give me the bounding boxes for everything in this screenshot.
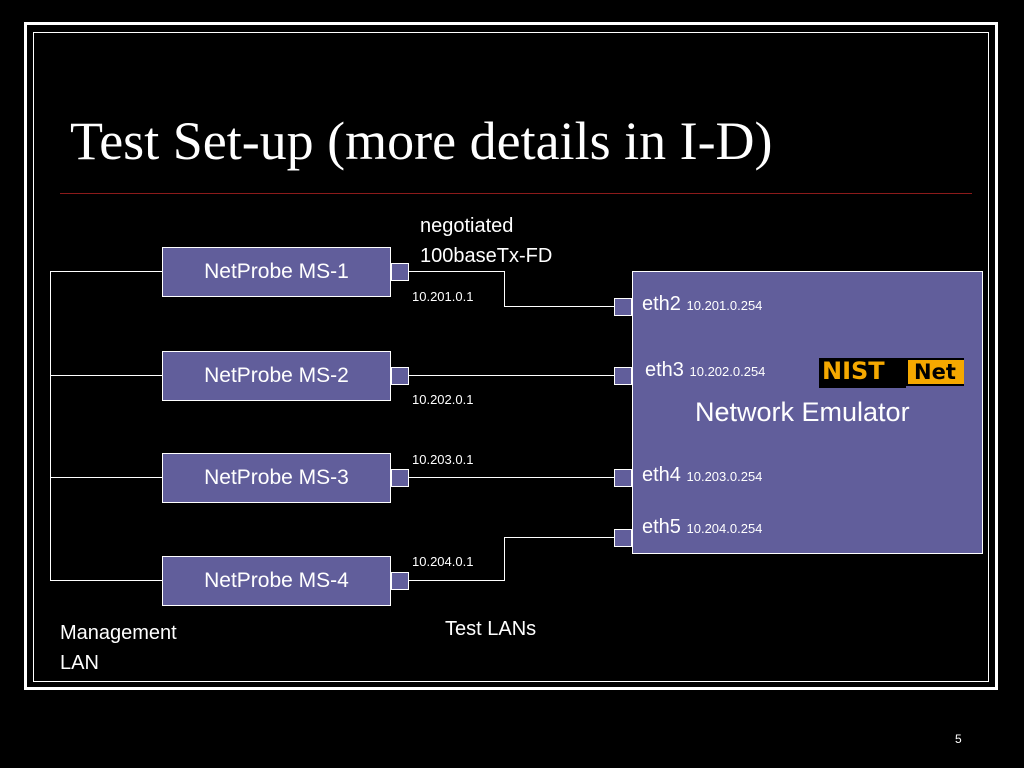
eth2-ip: 10.201.0.254 xyxy=(686,298,763,313)
netprobe-ms2-label: NetProbe MS-2 xyxy=(204,364,349,387)
slide-inner-frame xyxy=(33,32,989,682)
test-link-1-a xyxy=(409,271,504,272)
eth3-port xyxy=(614,367,632,385)
netprobe-ms4-box: NetProbe MS-4 xyxy=(162,556,391,606)
probe-ip-ms3: 10.203.0.1 xyxy=(412,452,474,467)
netprobe-ms4-label: NetProbe MS-4 xyxy=(204,569,349,592)
eth2-label: eth2 10.201.0.254 xyxy=(642,293,762,316)
test-link-2 xyxy=(409,375,614,376)
netprobe-ms2-port xyxy=(391,367,409,385)
eth4-label: eth4 10.203.0.254 xyxy=(642,464,762,487)
eth3-label: eth3 10.202.0.254 xyxy=(645,359,765,382)
eth4-ip: 10.203.0.254 xyxy=(686,469,763,484)
test-link-4-b xyxy=(504,537,505,581)
netprobe-ms3-port xyxy=(391,469,409,487)
test-link-1-b xyxy=(504,271,505,307)
netprobe-ms3-box: NetProbe MS-3 xyxy=(162,453,391,503)
eth4-port xyxy=(614,469,632,487)
eth2-name: eth2 xyxy=(642,293,681,315)
probe-ip-ms2: 10.202.0.1 xyxy=(412,392,474,407)
netprobe-ms2-box: NetProbe MS-2 xyxy=(162,351,391,401)
eth3-ip: 10.202.0.254 xyxy=(689,364,766,379)
link-label-line2: 100baseTx-FD xyxy=(420,245,553,267)
management-bus-top xyxy=(50,271,163,272)
network-emulator-box xyxy=(632,271,983,554)
eth2-port xyxy=(614,298,632,316)
management-link-ms4 xyxy=(50,580,163,581)
link-label-line1: negotiated xyxy=(420,215,514,237)
page-number: 5 xyxy=(955,732,962,746)
test-link-1-c xyxy=(504,306,614,307)
title-underline xyxy=(60,193,972,194)
network-emulator-label: Network Emulator xyxy=(695,397,910,427)
probe-ip-ms4: 10.204.0.1 xyxy=(412,554,474,569)
netprobe-ms1-port xyxy=(391,263,409,281)
eth4-name: eth4 xyxy=(642,464,681,486)
slide-outer-frame xyxy=(24,22,998,690)
probe-ip-ms1: 10.201.0.1 xyxy=(412,289,474,304)
test-lans-label: Test LANs xyxy=(445,618,537,640)
netprobe-ms4-port xyxy=(391,572,409,590)
nist-net-logo: NIST Net xyxy=(819,357,964,388)
netprobe-ms1-label: NetProbe MS-1 xyxy=(204,260,349,283)
eth5-port xyxy=(614,529,632,547)
netprobe-ms1-box: NetProbe MS-1 xyxy=(162,247,391,297)
eth5-name: eth5 xyxy=(642,516,681,538)
management-lan-line1: Management xyxy=(60,622,177,644)
net-logo-text: Net xyxy=(908,360,964,384)
management-lan-line2: LAN xyxy=(60,652,99,674)
test-link-4-a xyxy=(409,580,504,581)
eth5-ip: 10.204.0.254 xyxy=(686,521,763,536)
test-link-3 xyxy=(409,477,614,478)
management-bus-vertical xyxy=(50,271,51,580)
nist-logo-text: NIST xyxy=(819,357,906,388)
management-link-ms2 xyxy=(50,375,163,376)
slide-title: Test Set-up (more details in I-D) xyxy=(70,111,773,171)
netprobe-ms3-label: NetProbe MS-3 xyxy=(204,466,349,489)
eth3-name: eth3 xyxy=(645,359,684,381)
management-link-ms3 xyxy=(50,477,163,478)
eth5-label: eth5 10.204.0.254 xyxy=(642,516,762,539)
test-link-4-c xyxy=(504,537,614,538)
